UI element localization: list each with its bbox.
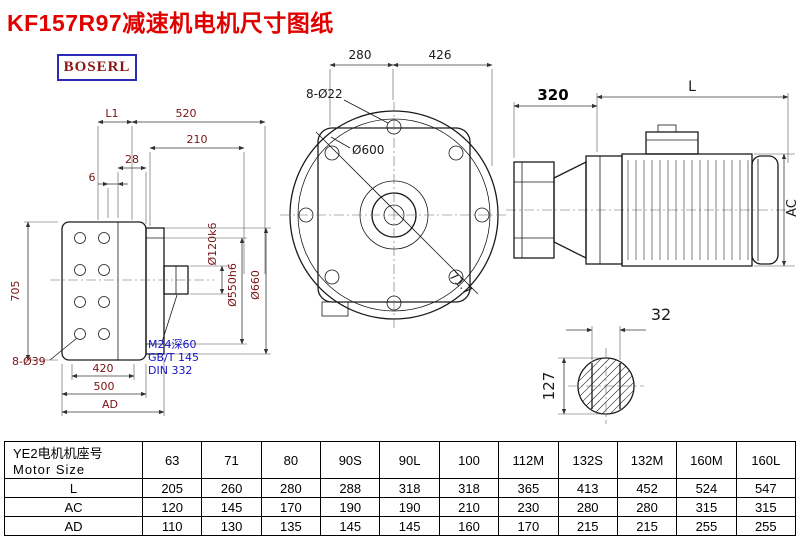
table-cell: 315 bbox=[735, 497, 797, 517]
table-cell: 170 bbox=[498, 516, 559, 536]
table-cell: 452 bbox=[616, 478, 678, 498]
dim-420: 420 bbox=[93, 362, 114, 375]
row-label: AD bbox=[4, 516, 143, 536]
table-size-col: 132S bbox=[557, 441, 618, 479]
table-cell: 210 bbox=[438, 497, 500, 517]
table-cell: 205 bbox=[141, 478, 203, 498]
table-cell: 190 bbox=[379, 497, 440, 517]
note-din: DIN 332 bbox=[148, 364, 192, 377]
table-cell: 145 bbox=[379, 516, 440, 536]
table-cell: 524 bbox=[676, 478, 737, 498]
table-header-cn: YE2电机机座号 bbox=[13, 446, 103, 461]
table-cell: 230 bbox=[498, 497, 559, 517]
dim-AC: AC bbox=[785, 199, 800, 217]
table-cell: 318 bbox=[379, 478, 440, 498]
table-row-L: L 205 260 280 288 318 318 365 413 452 52… bbox=[4, 478, 797, 498]
table-cell: 280 bbox=[557, 497, 618, 517]
note-gb: GB/T 145 bbox=[148, 351, 199, 364]
dim-280: 280 bbox=[349, 48, 372, 62]
table-cell: 288 bbox=[320, 478, 381, 498]
table-cell: 130 bbox=[201, 516, 262, 536]
table-row-AD: AD 110 130 135 145 145 160 170 215 215 2… bbox=[4, 516, 797, 536]
dim-210: 210 bbox=[187, 133, 208, 146]
technical-drawing: L1 520 210 28 6 705 bbox=[9, 48, 800, 424]
table-size-col: 71 bbox=[201, 441, 262, 479]
dim-flange-dia: Ø660 bbox=[249, 270, 262, 300]
table-size-col: 160L bbox=[735, 441, 797, 479]
table-cell: 170 bbox=[260, 497, 322, 517]
table-cell: 120 bbox=[141, 497, 203, 517]
table-cell: 215 bbox=[557, 516, 618, 536]
table-cell: 280 bbox=[616, 497, 678, 517]
table-cell: 145 bbox=[201, 497, 262, 517]
row-label: AC bbox=[4, 497, 143, 517]
table-header-en: Motor Size bbox=[13, 462, 86, 477]
table-cell: 160 bbox=[438, 516, 500, 536]
note-thread: M24深60 bbox=[148, 338, 197, 351]
table-row-AC: AC 120 145 170 190 190 210 230 280 280 3… bbox=[4, 497, 797, 517]
dim-L: L bbox=[688, 79, 696, 95]
table-cell: 255 bbox=[735, 516, 797, 536]
dim-705: 705 bbox=[9, 281, 22, 302]
front-view: 71.7 Ø600 280 426 8-Ø22 bbox=[280, 48, 508, 330]
table-cell: 135 bbox=[260, 516, 322, 536]
table-cell: 260 bbox=[201, 478, 262, 498]
table-cell: 255 bbox=[676, 516, 737, 536]
table-header-cell: YE2电机机座号 Motor Size bbox=[4, 441, 143, 479]
table-cell: 215 bbox=[616, 516, 678, 536]
side-view: L1 520 210 28 6 705 bbox=[9, 107, 271, 416]
table-size-col: 112M bbox=[498, 441, 559, 479]
page-title: KF157R97减速机电机尺寸图纸 bbox=[7, 10, 334, 36]
row-label: L bbox=[4, 478, 143, 498]
table-size-col: 132M bbox=[616, 441, 678, 479]
table-cell: 547 bbox=[735, 478, 797, 498]
output-flange bbox=[145, 227, 165, 355]
table-cell: 315 bbox=[676, 497, 737, 517]
table-size-col: 100 bbox=[438, 441, 500, 479]
fan-cover bbox=[751, 155, 779, 265]
dim-600-dia: Ø600 bbox=[352, 143, 384, 157]
boserl-logo: BOSERL bbox=[57, 54, 137, 81]
dim-6: 6 bbox=[89, 171, 96, 184]
table-cell: 190 bbox=[320, 497, 381, 517]
dim-320: 320 bbox=[537, 86, 568, 104]
table-cell: 145 bbox=[320, 516, 381, 536]
dim-426: 426 bbox=[429, 48, 452, 62]
dim-520: 520 bbox=[176, 107, 197, 120]
motor-size-table: YE2电机机座号 Motor Size 63 71 80 90S 90L 100… bbox=[4, 441, 797, 536]
table-size-col: 80 bbox=[260, 441, 322, 479]
table-size-col: 160M bbox=[676, 441, 737, 479]
dim-500: 500 bbox=[94, 380, 115, 393]
logo-text: BOSERL bbox=[63, 59, 131, 75]
dim-bolt-holes-39: 8-Ø39 bbox=[12, 355, 46, 368]
dim-AD: AD bbox=[102, 398, 118, 411]
table-size-col: 63 bbox=[141, 441, 203, 479]
shaft-end-view: 32 127 bbox=[540, 305, 671, 424]
table-size-col: 90S bbox=[320, 441, 381, 479]
table-cell: 318 bbox=[438, 478, 500, 498]
table-cell: 413 bbox=[557, 478, 618, 498]
dim-shaft-dia: Ø120k6 bbox=[206, 222, 219, 265]
table-cell: 280 bbox=[260, 478, 322, 498]
table-cell: 365 bbox=[498, 478, 559, 498]
dim-bolt-holes-22: 8-Ø22 bbox=[306, 87, 343, 101]
motor-view: 320 L AC bbox=[506, 79, 800, 267]
dim-127: 127 bbox=[540, 372, 558, 401]
dim-L1: L1 bbox=[105, 107, 118, 120]
table-cell: 110 bbox=[141, 516, 203, 536]
dim-28: 28 bbox=[125, 153, 139, 166]
table-size-col: 90L bbox=[379, 441, 440, 479]
dim-spigot-dia: Ø550h6 bbox=[226, 263, 239, 307]
table-header-row: YE2电机机座号 Motor Size 63 71 80 90S 90L 100… bbox=[4, 441, 797, 479]
dim-32: 32 bbox=[651, 305, 671, 324]
terminal-box bbox=[645, 131, 699, 155]
